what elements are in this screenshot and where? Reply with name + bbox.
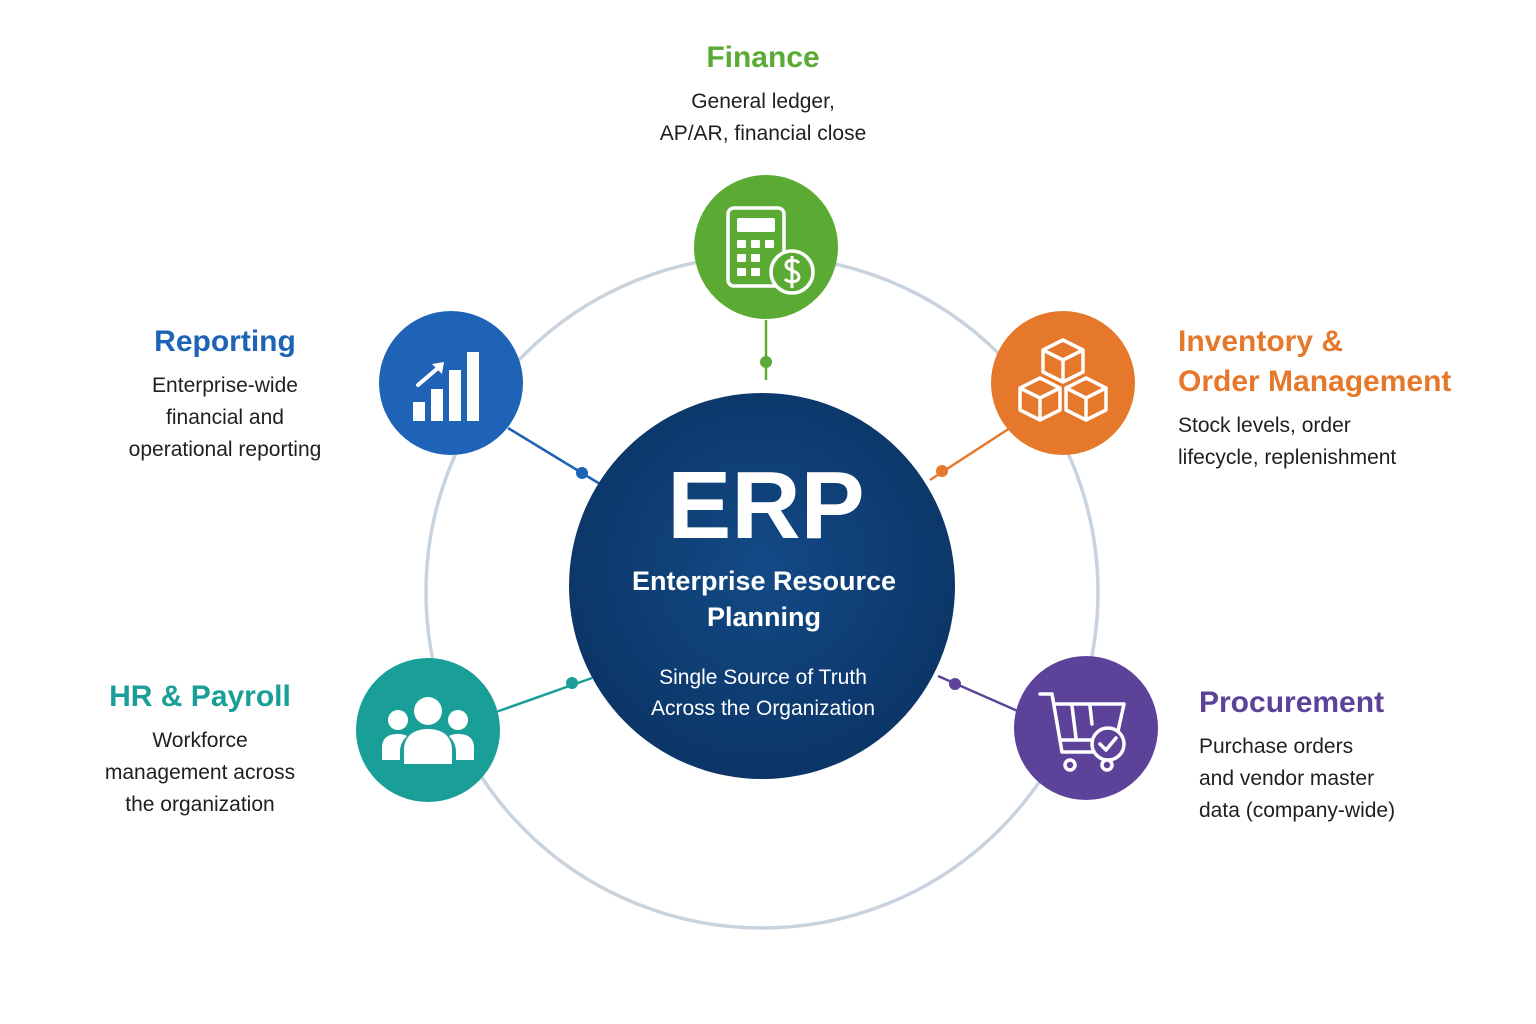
stacked-boxes-icon: [1018, 338, 1108, 422]
inventory-description: Stock levels, order lifecycle, replenish…: [1178, 414, 1397, 469]
connector-reporting: [507, 426, 601, 486]
node-hr: [356, 658, 500, 802]
hub-name-line1: Enterprise Resource: [632, 566, 896, 596]
finance-label: Finance General ledger, AP/AR, financial…: [563, 38, 963, 150]
connector-procurement: [937, 674, 1021, 714]
hub-acronym: ERP: [667, 452, 864, 559]
people-group-icon: [382, 697, 474, 764]
node-procurement: [1014, 656, 1158, 800]
hub-name-line2: Planning: [707, 602, 821, 632]
procurement-title: Procurement: [1199, 686, 1385, 719]
node-finance: [694, 175, 838, 319]
finance-description: General ledger, AP/AR, financial close: [659, 90, 867, 145]
procurement-description: Purchase orders and vendor master data (…: [1199, 735, 1396, 822]
bar-chart-trend-icon: [413, 352, 479, 421]
connector-hr: [495, 676, 593, 714]
connector-inventory: [929, 426, 1011, 482]
procurement-label: Procurement Purchase orders and vendor m…: [1199, 683, 1519, 827]
reporting-label: Reporting Enterprise-wide financial and …: [70, 322, 380, 466]
shopping-cart-check-icon: [1038, 692, 1126, 772]
connector-finance: [760, 320, 772, 380]
erp-hub: ERP Enterprise Resource Planning Single …: [569, 393, 955, 779]
reporting-description: Enterprise-wide financial and operationa…: [128, 374, 322, 461]
hr-description: Workforce management across the organiza…: [104, 729, 296, 816]
node-inventory: [991, 311, 1135, 455]
hub-tagline-line2: Across the Organization: [651, 697, 875, 720]
hr-title: HR & Payroll: [109, 680, 291, 713]
node-reporting: [379, 311, 523, 455]
hr-label: HR & Payroll Workforce management across…: [60, 677, 340, 821]
reporting-title: Reporting: [154, 325, 296, 358]
finance-title: Finance: [706, 41, 820, 74]
inventory-title: Inventory & Order Management: [1178, 325, 1452, 398]
calculator-dollar-icon: [726, 206, 815, 295]
inventory-label: Inventory & Order Management Stock level…: [1178, 322, 1518, 474]
hub-tagline-line1: Single Source of Truth: [659, 666, 867, 689]
